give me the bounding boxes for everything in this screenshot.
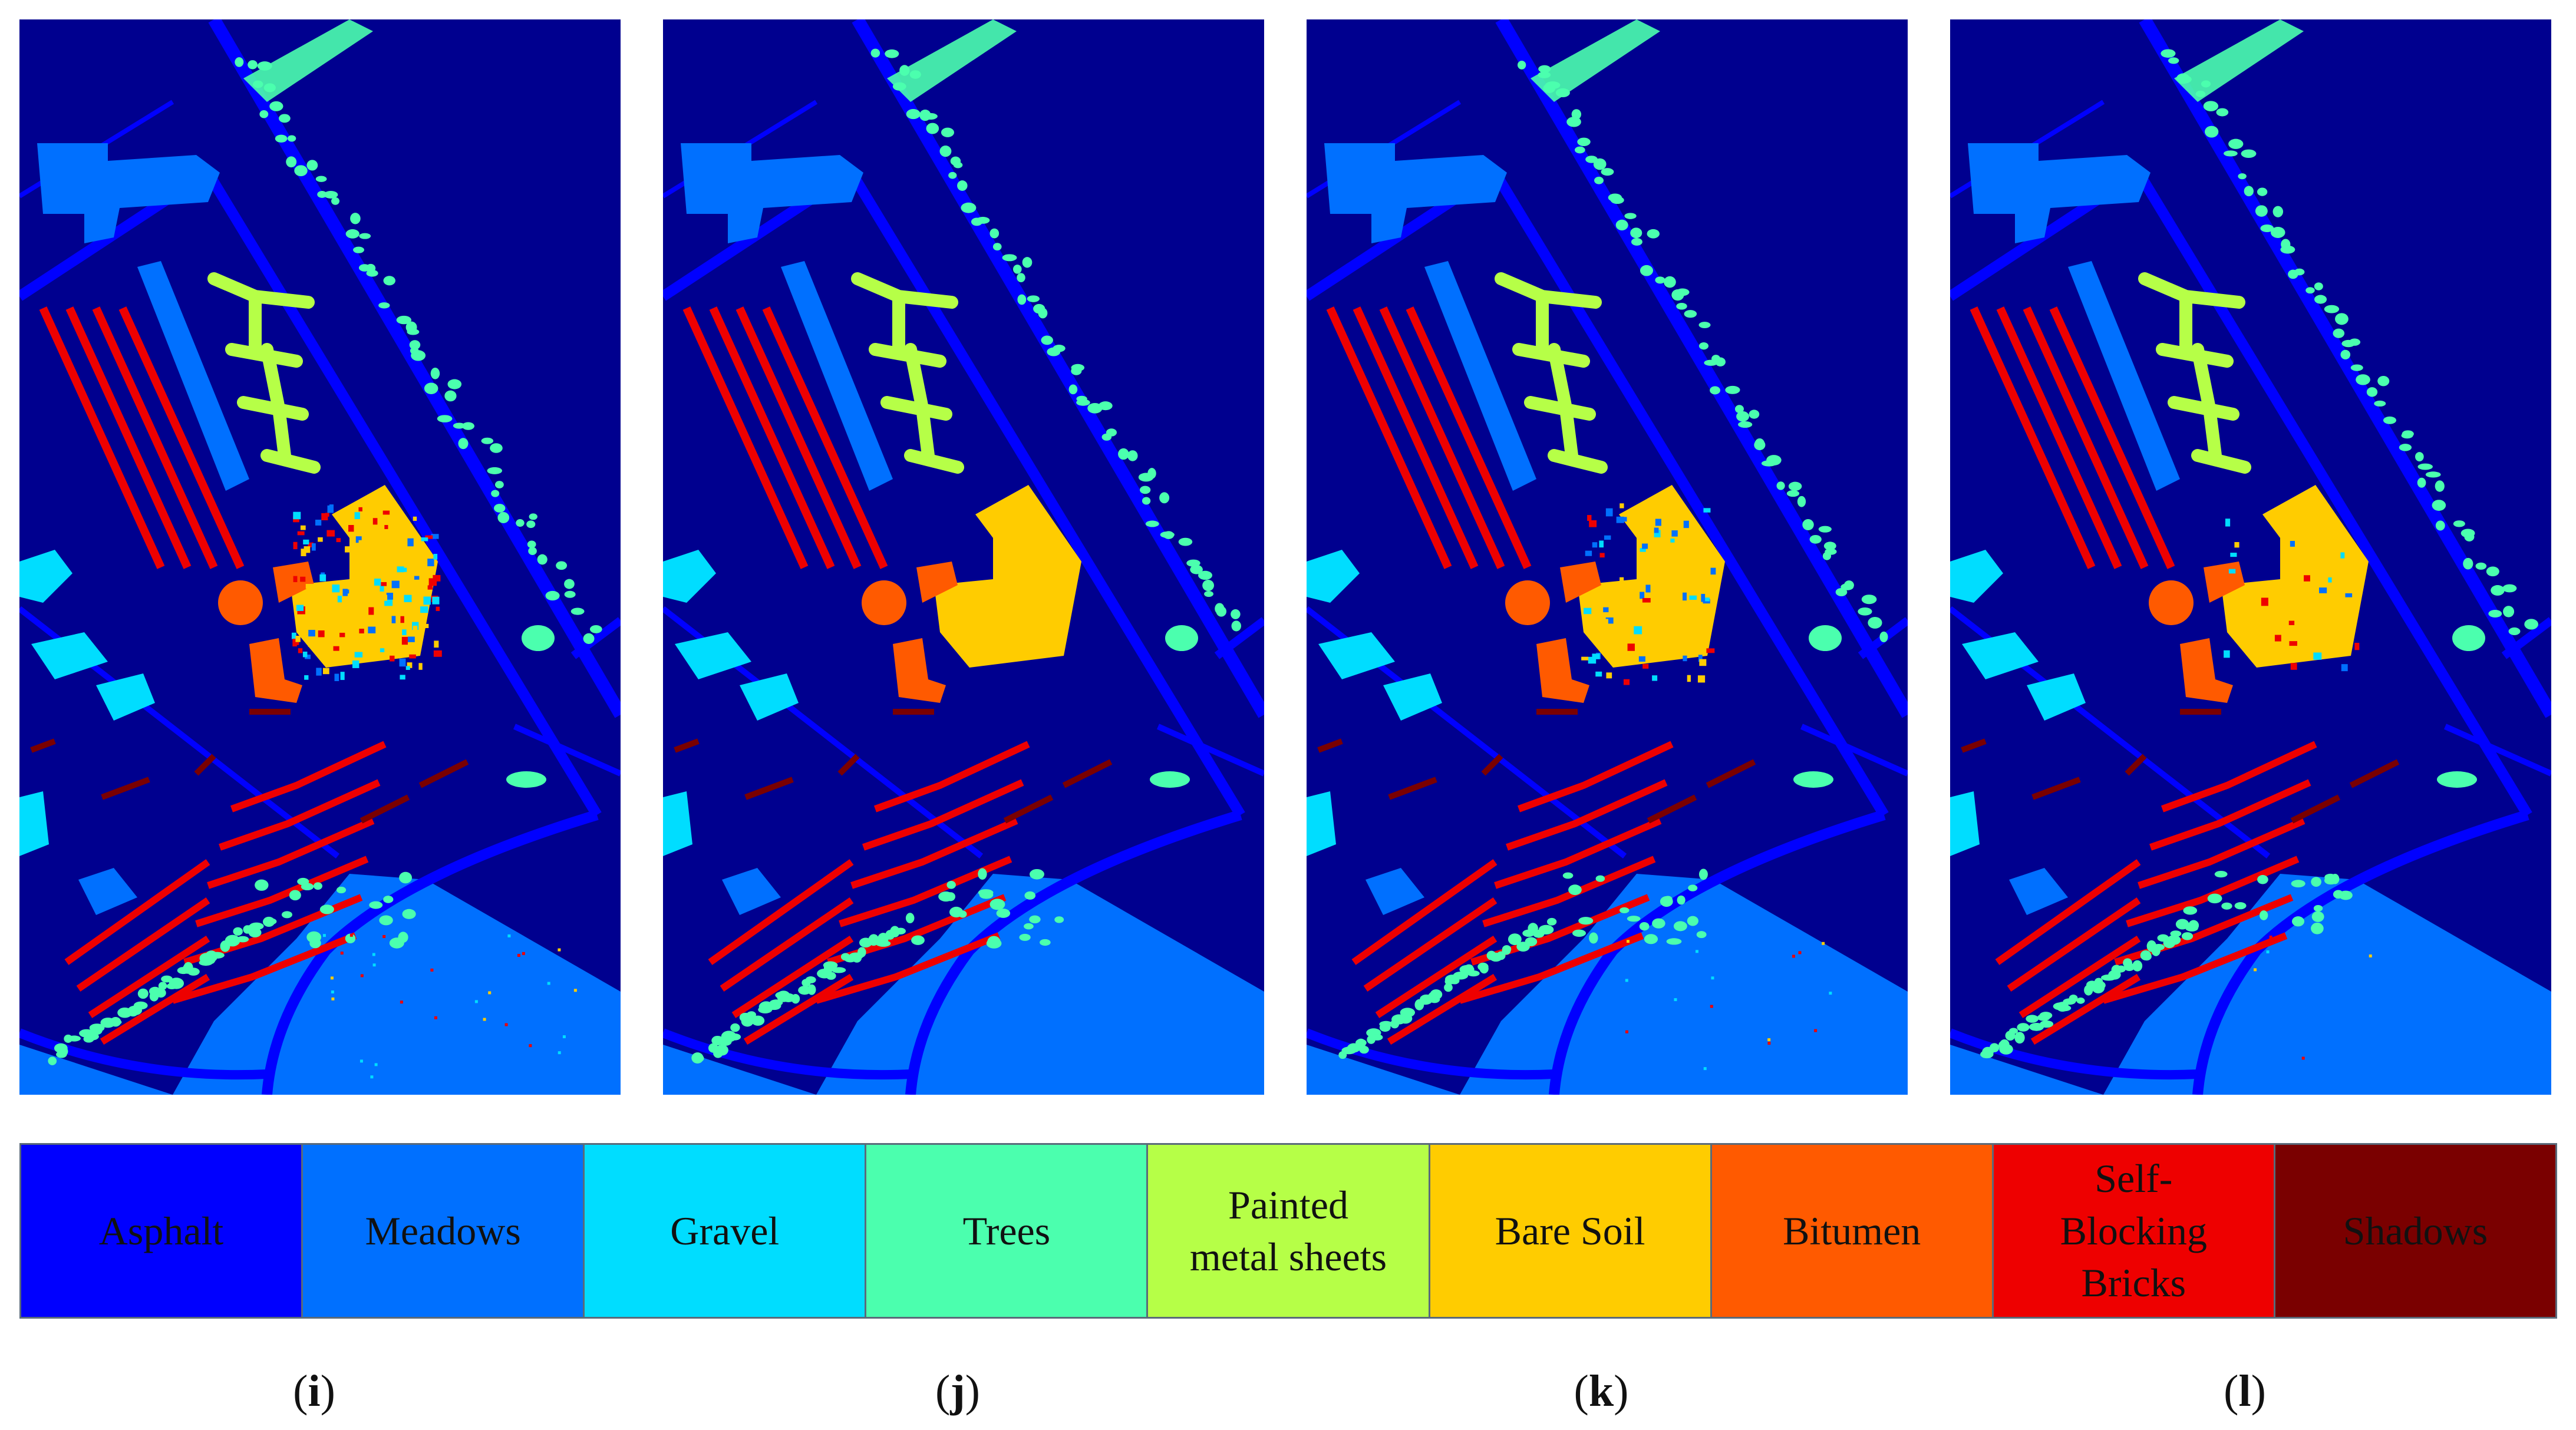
legend-cell-painted-metal-sheets: Painted metal sheets <box>1148 1145 1430 1317</box>
legend-cell-meadows: Meadows <box>303 1145 585 1317</box>
classification-map-k <box>1307 19 1908 1095</box>
legend-cell-bare-soil: Bare Soil <box>1430 1145 1712 1317</box>
map-graphic <box>1307 19 1908 1095</box>
classification-map-i <box>19 19 621 1095</box>
legend-cell-gravel: Gravel <box>585 1145 867 1317</box>
map-graphic <box>1950 19 2551 1095</box>
legend-cell-shadows: Shadows <box>2275 1145 2555 1317</box>
classification-map-j <box>663 19 1264 1095</box>
caption-k: (k) <box>1574 1366 1629 1416</box>
legend-cell-self-blocking-bricks: Self- Blocking Bricks <box>1993 1145 2275 1317</box>
legend-cell-asphalt: Asphalt <box>21 1145 304 1317</box>
caption-l: (l) <box>2224 1366 2266 1416</box>
legend-cell-trees: Trees <box>866 1145 1149 1317</box>
map-graphic <box>19 19 621 1095</box>
classification-map-l <box>1950 19 2551 1095</box>
caption-j: (j) <box>935 1366 980 1416</box>
class-legend: Asphalt Meadows Gravel Trees Painted met… <box>19 1143 2557 1319</box>
legend-cell-bitumen: Bitumen <box>1711 1145 1994 1317</box>
caption-i: (i) <box>293 1366 335 1416</box>
map-graphic <box>663 19 1264 1095</box>
